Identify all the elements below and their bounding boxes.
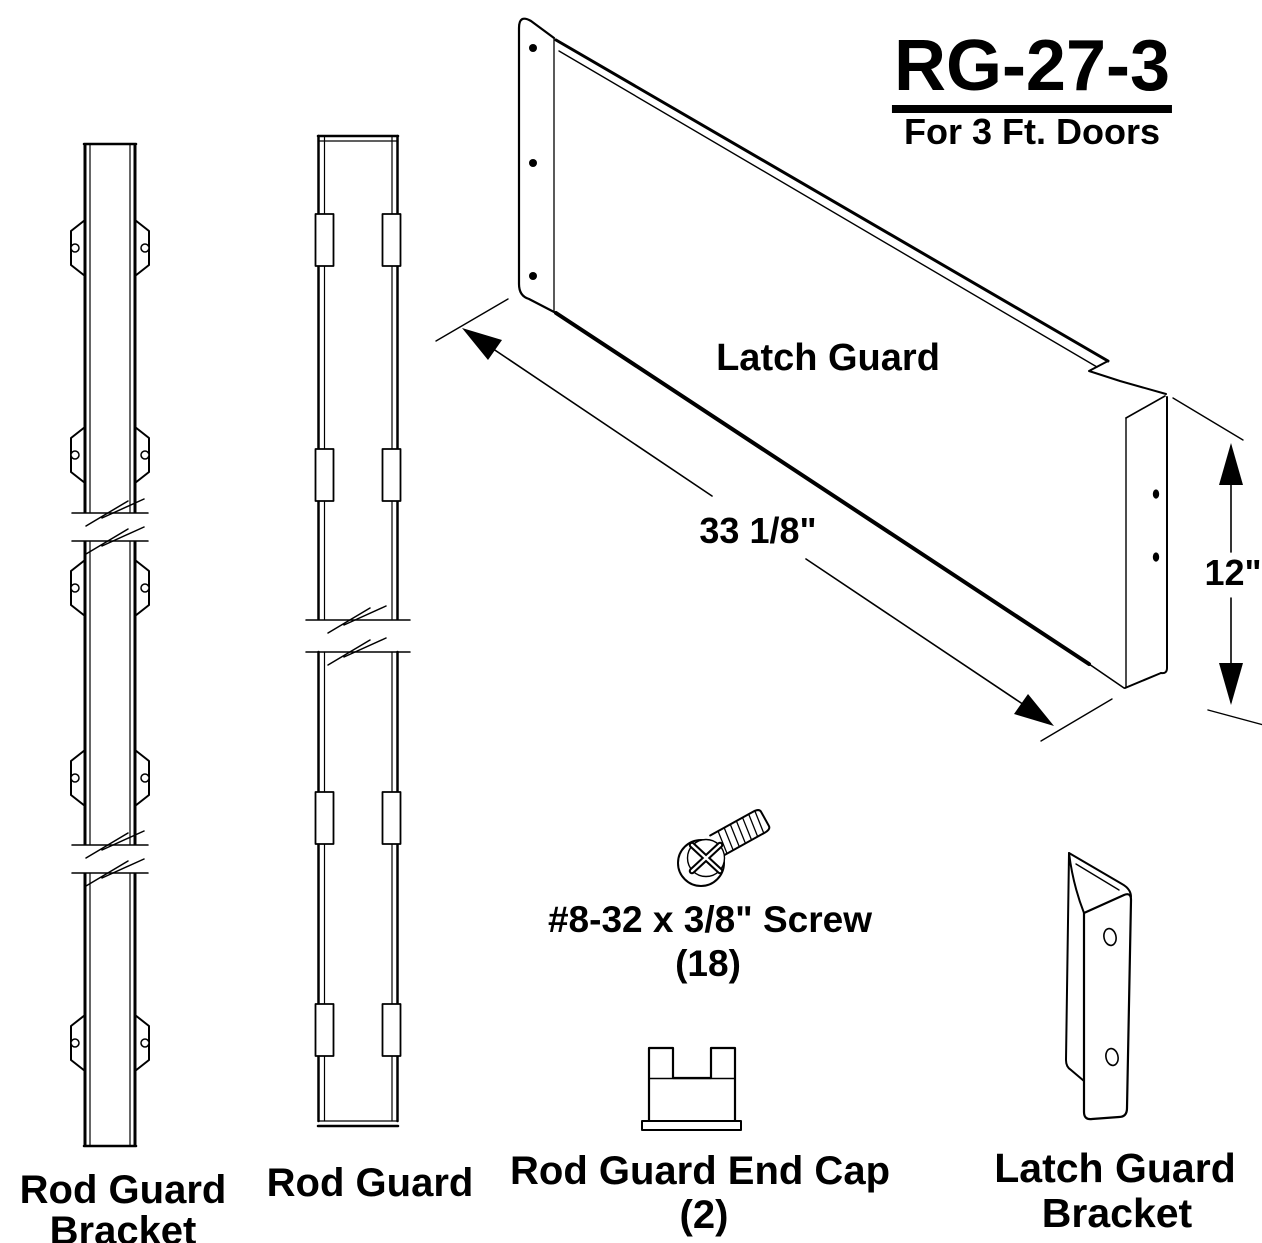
screw-graphic xyxy=(677,809,771,887)
latch-guard-bracket-graphic xyxy=(1065,852,1133,1121)
door-size-subtitle: For 3 Ft. Doors xyxy=(903,111,1161,152)
break-lines xyxy=(305,605,411,666)
part-number-title: RG-27-3 xyxy=(891,30,1173,113)
break-lines xyxy=(71,498,149,887)
latch-guard-bracket-label-line2: Bracket xyxy=(1041,1190,1193,1236)
length-dimension-lines xyxy=(435,298,1113,742)
end-cap-quantity: (2) xyxy=(679,1193,729,1237)
screw-label: #8-32 x 3/8" Screw xyxy=(547,899,873,940)
rod-guard-bracket-tabs xyxy=(70,219,150,1072)
height-dimension-label: 12" xyxy=(1204,552,1262,593)
height-dimension-lines xyxy=(1172,397,1262,726)
rod-guard-slots xyxy=(314,213,402,1057)
latch-guard-label: Latch Guard xyxy=(716,337,940,379)
rod-guard-bracket-label-line1: Rod Guard xyxy=(19,1168,227,1212)
rod-guard-end-cap-graphic xyxy=(641,1046,742,1131)
rod-guard-label: Rod Guard xyxy=(266,1161,474,1205)
screw-quantity: (18) xyxy=(675,943,741,984)
rod-guard-bracket-label-line2: Bracket xyxy=(49,1209,197,1243)
rod-guard-bracket-graphic xyxy=(70,142,150,1148)
rod-guard-graphic xyxy=(305,134,411,1128)
length-dimension-label: 33 1/8" xyxy=(699,510,817,551)
latch-guard-bracket-label-line1: Latch Guard xyxy=(994,1145,1236,1191)
latch-guard-graphic xyxy=(435,17,1262,742)
end-cap-label: Rod Guard End Cap xyxy=(510,1149,890,1193)
